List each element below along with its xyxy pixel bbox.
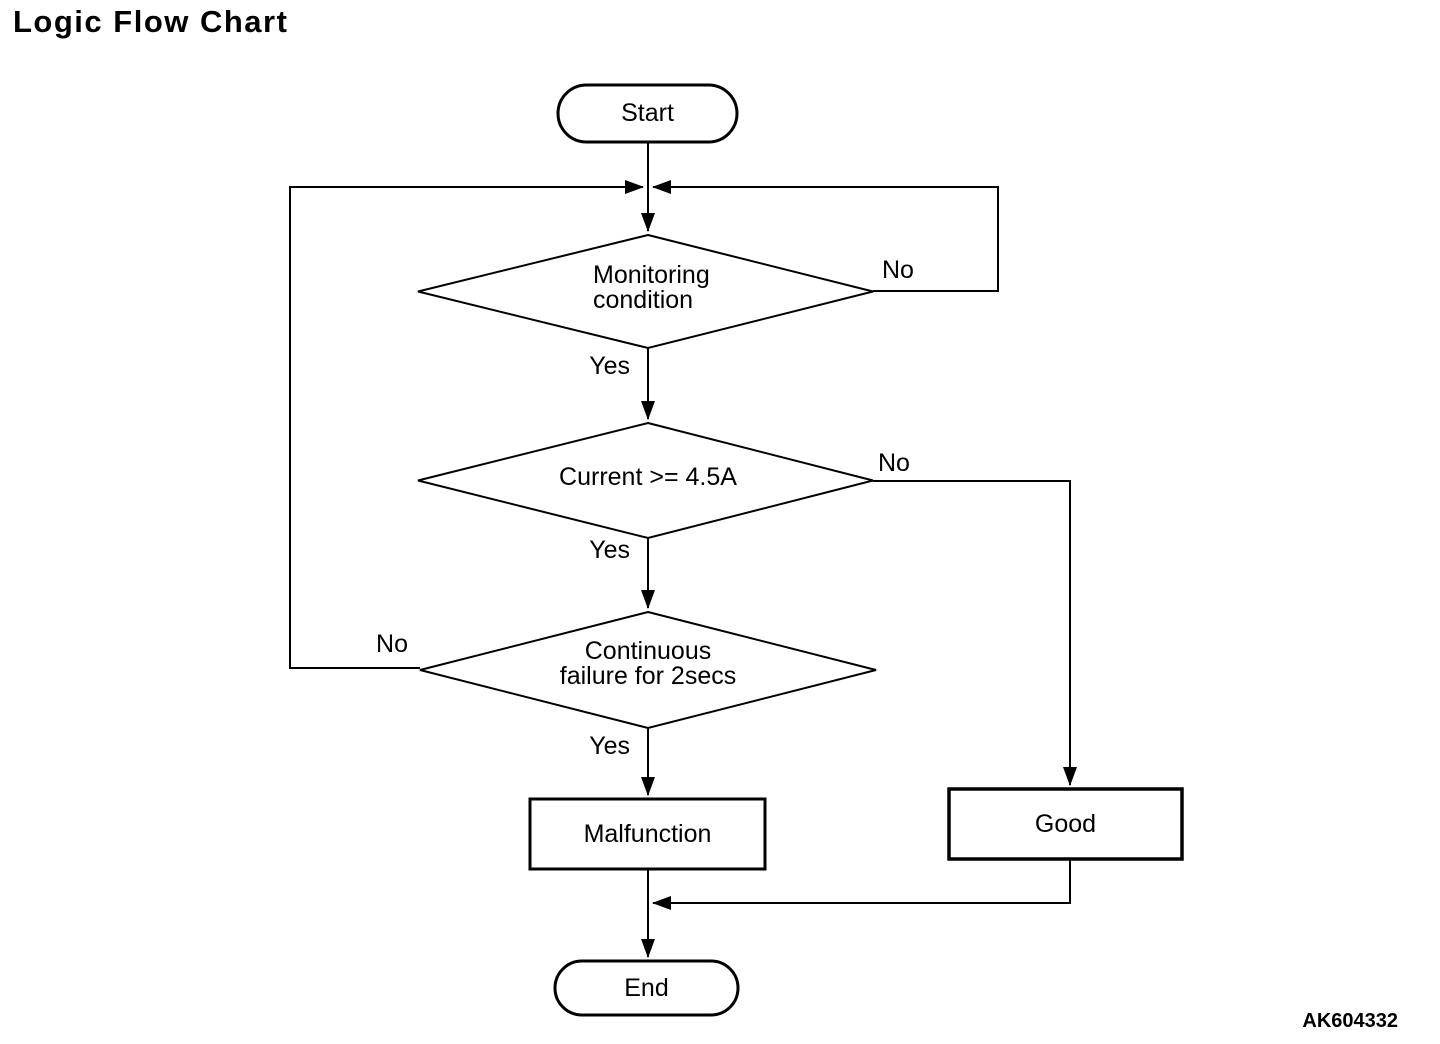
continuous-no-label: No: [376, 630, 408, 658]
monitoring-no-label: No: [882, 256, 914, 284]
monitoring-yes-label: Yes: [589, 352, 630, 380]
malfunction-node-label: Malfunction: [583, 819, 712, 848]
monitoring-decision-shape: [417, 233, 874, 350]
continuous-decision-shape: [419, 610, 877, 730]
edge-current-no: [873, 480, 1077, 786]
start-node-label: Start: [621, 99, 674, 127]
current-decision-shape: [417, 421, 874, 540]
figure-code: AK604332: [1302, 1010, 1398, 1032]
continuous-yes-label: Yes: [589, 732, 630, 760]
end-terminator-shape: [553, 959, 740, 1017]
start-terminator-shape: [556, 83, 739, 144]
continuous-decision-label: Continuous failure for 2secs: [559, 637, 737, 690]
malfunction-process-shape: [528, 797, 767, 871]
page-title: Logic Flow Chart: [13, 4, 289, 39]
current-decision-label: Current >= 4.5A: [559, 463, 737, 491]
good-node-label: Good: [1034, 809, 1097, 838]
current-yes-label: Yes: [589, 536, 630, 564]
good-process-shape: [947, 787, 1184, 861]
edge-monitoring-no-loop: [652, 180, 999, 292]
edge-continuous-no-loop: [289, 180, 644, 669]
current-no-label: No: [878, 449, 910, 477]
monitoring-decision-label: Monitoring condition: [593, 261, 710, 314]
end-node-label: End: [624, 973, 669, 1002]
edge-good-to-merge: [652, 859, 1071, 910]
